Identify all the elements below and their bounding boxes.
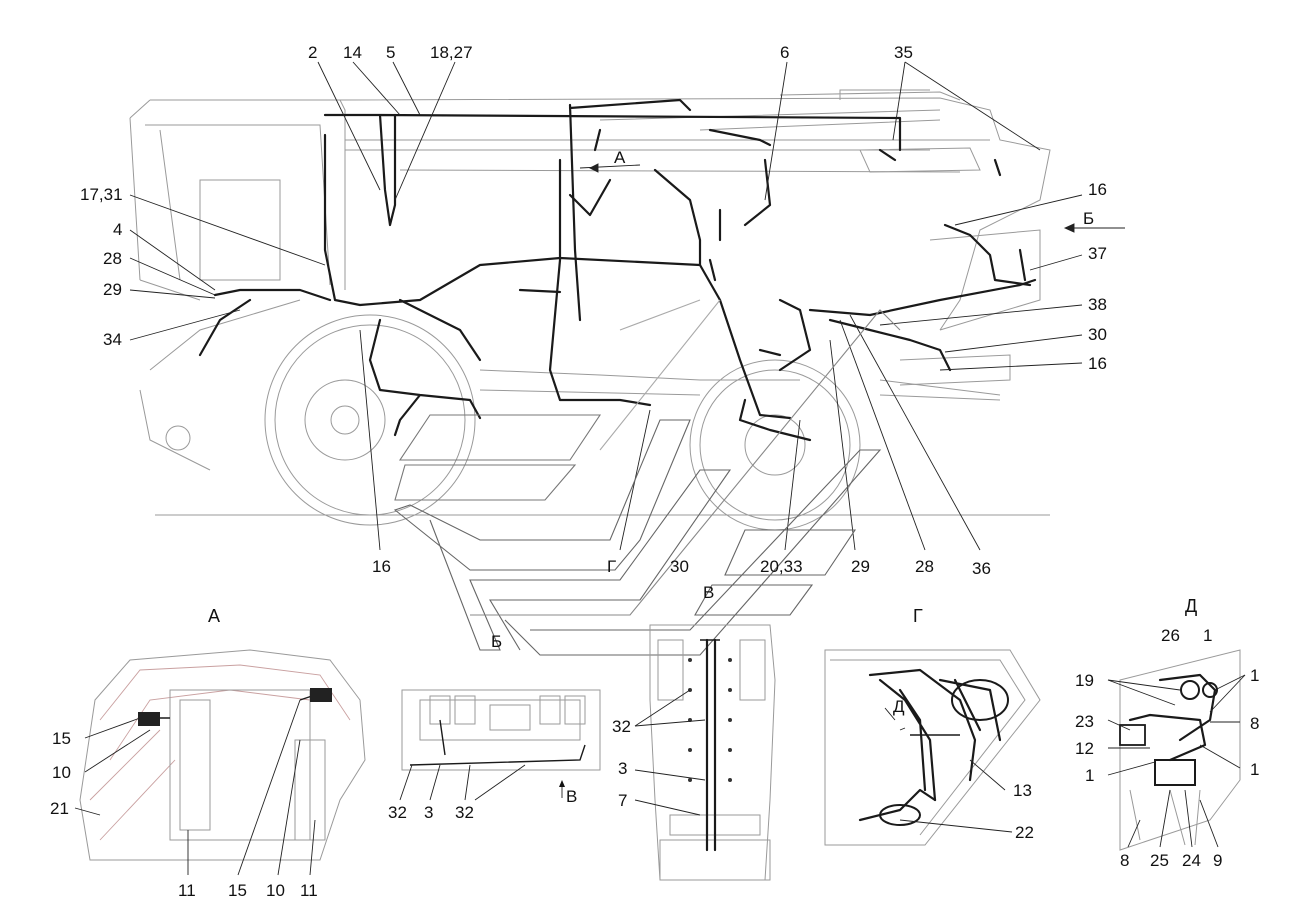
label: 28 <box>103 249 122 268</box>
view-d-title: Д <box>1185 596 1197 616</box>
label: 16 <box>1088 354 1107 373</box>
label: 10 <box>52 763 71 782</box>
view-g-inner-ref: Д <box>893 697 905 716</box>
label: 3 <box>424 803 433 822</box>
main-leaders <box>129 61 1125 551</box>
label: 28 <box>915 557 934 576</box>
label: 1 <box>1085 766 1094 785</box>
view-ref-b2: Б <box>491 632 502 651</box>
view-b-labels: 32 3 32 В <box>388 787 577 822</box>
view-g <box>824 649 1041 846</box>
label: 37 <box>1088 244 1107 263</box>
label: 22 <box>1015 823 1034 842</box>
label: 1 <box>1250 760 1259 779</box>
label: 30 <box>1088 325 1107 344</box>
label: Г <box>607 557 616 576</box>
view-g-labels: Г Д 13 22 <box>893 606 1034 842</box>
label: 38 <box>1088 295 1107 314</box>
label: 17,31 <box>80 185 123 204</box>
label: 5 <box>386 43 395 62</box>
label: 11 <box>178 881 196 900</box>
view-ref-v: В <box>703 583 714 602</box>
label: 21 <box>50 799 69 818</box>
label: 29 <box>851 557 870 576</box>
label: 7 <box>618 791 627 810</box>
label: 24 <box>1182 851 1201 870</box>
label: 36 <box>972 559 991 578</box>
label: 25 <box>1150 851 1169 870</box>
label: 4 <box>113 220 122 239</box>
label: 29 <box>103 280 122 299</box>
label: 35 <box>894 43 913 62</box>
label: 18,27 <box>430 43 473 62</box>
view-b <box>399 689 601 801</box>
label: 20,33 <box>760 557 803 576</box>
label: 2 <box>308 43 317 62</box>
view-d <box>1107 649 1246 851</box>
main-harness <box>198 98 1037 442</box>
label: 23 <box>1075 712 1094 731</box>
label: 32 <box>612 717 631 736</box>
label: 1 <box>1250 666 1259 685</box>
label: 34 <box>103 330 122 349</box>
label: 15 <box>228 881 247 900</box>
label: 1 <box>1203 626 1212 645</box>
label: 6 <box>780 43 789 62</box>
main-right-labels: 16 37 38 30 16 <box>1088 180 1107 373</box>
view-a-title: А <box>208 606 220 626</box>
label: 3 <box>618 759 627 778</box>
label: 16 <box>1088 180 1107 199</box>
view-v-labels: 32 3 7 <box>612 717 631 810</box>
view-b-ref: В <box>566 787 577 806</box>
label: 32 <box>455 803 474 822</box>
label: 30 <box>670 557 689 576</box>
label: 15 <box>52 729 71 748</box>
label: 16 <box>372 557 391 576</box>
view-a-labels: А 15 10 21 11 15 10 11 <box>50 606 318 900</box>
projection-bands <box>393 299 901 656</box>
view-v <box>634 624 776 881</box>
label: 19 <box>1075 671 1094 690</box>
view-a <box>74 649 366 876</box>
view-d-labels: Д 26 1 19 23 12 1 1 8 1 8 25 24 9 <box>1075 596 1259 870</box>
view-ref-b: Б <box>1083 209 1094 228</box>
label: 12 <box>1075 739 1094 758</box>
main-view-ref-labels: А Б В Б <box>491 148 1094 651</box>
label: 8 <box>1250 714 1259 733</box>
label: 11 <box>300 881 318 900</box>
label: 13 <box>1013 781 1032 800</box>
label: 9 <box>1213 851 1222 870</box>
label: 32 <box>388 803 407 822</box>
view-ref-a: А <box>614 148 626 167</box>
combine-outline <box>129 89 1051 531</box>
view-g-title: Г <box>913 606 923 626</box>
main-top-labels: 2 14 5 18,27 6 35 <box>308 43 913 62</box>
label: 8 <box>1120 851 1129 870</box>
label: 10 <box>266 881 285 900</box>
main-left-labels: 17,31 4 28 29 34 <box>80 185 123 349</box>
label: 14 <box>343 43 362 62</box>
main-bottom-labels: 16 Г 30 20,33 29 28 36 <box>372 557 991 578</box>
label: 26 <box>1161 626 1180 645</box>
